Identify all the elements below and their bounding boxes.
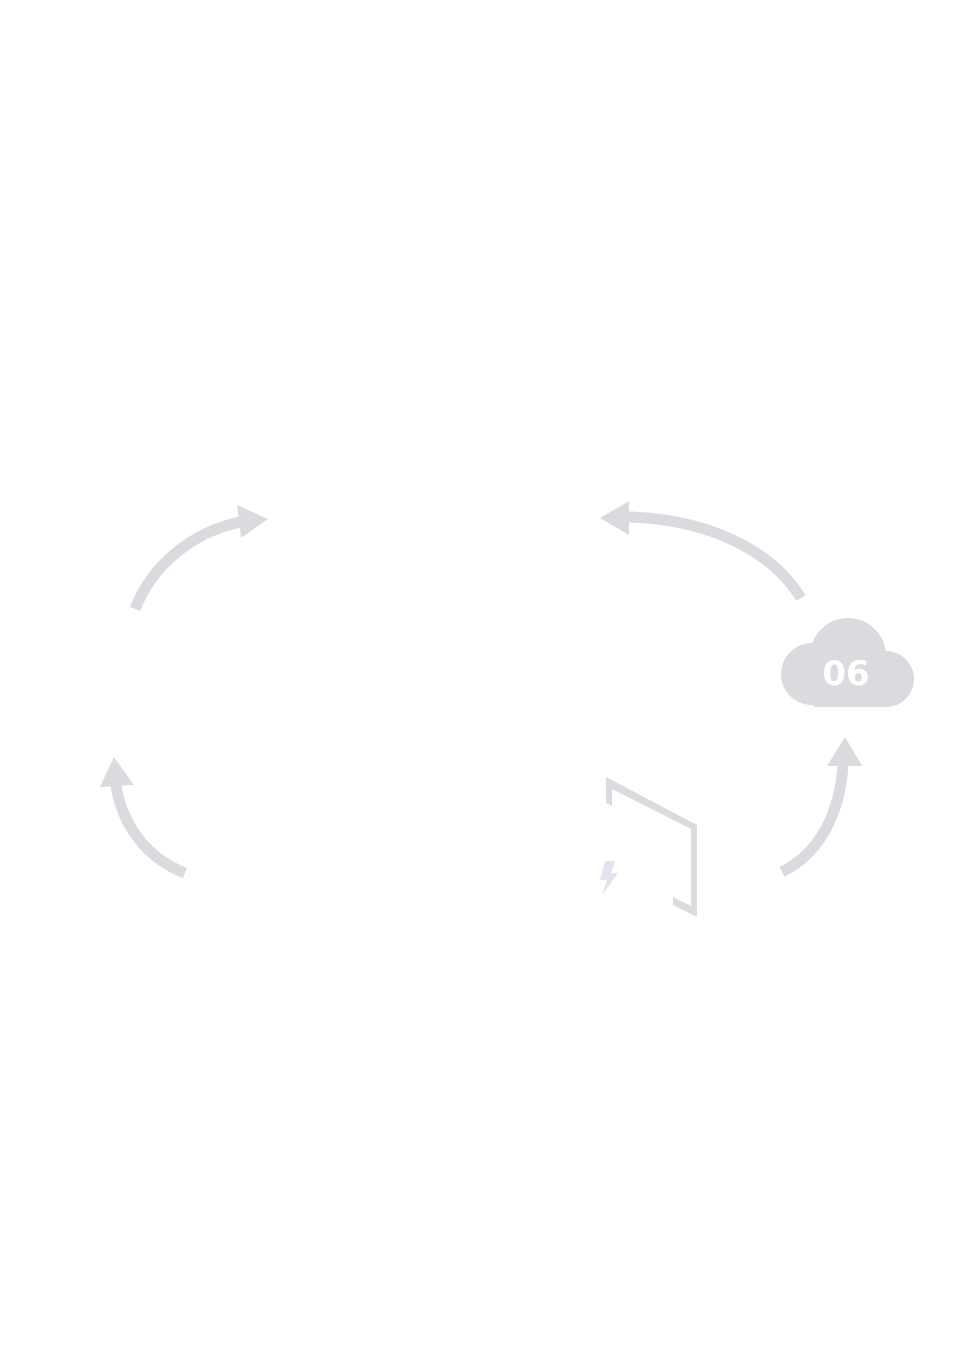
cloud-icon [781,618,914,707]
arrow-bottom-right-head [827,737,862,766]
cloud-label: 06 [822,654,869,694]
arrow-bottom-right [779,737,862,877]
arrow-bottom-left-head [100,757,134,787]
arrow-top-right-head [600,501,629,535]
arrow-top-right-shaft [627,511,806,601]
cloud-node-06: 06 [781,618,914,707]
arrow-bottom-right-shaft [779,764,849,877]
arrow-top-left-shaft [129,516,242,612]
arrow-top-left-head [237,505,268,538]
arrow-bottom-left [100,757,188,879]
frame-outline-shape [606,777,697,917]
frame-outline [606,777,697,917]
arrow-top-left [129,505,268,612]
arrow-top-right [600,501,806,601]
arrow-bottom-left-shaft [110,784,188,879]
lightning-icon [600,861,618,895]
lightning-bolt-shape [600,861,618,895]
